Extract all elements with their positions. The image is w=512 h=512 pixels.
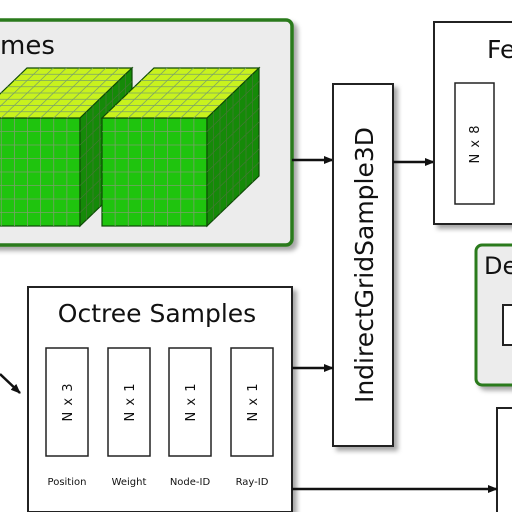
operator-box: IndirectGridSample3D bbox=[332, 83, 394, 447]
volumes-panel: mes bbox=[0, 18, 294, 247]
octree-tensor: N x 1 Weight bbox=[107, 347, 151, 488]
arrow-into-octree bbox=[0, 373, 21, 394]
features-tensor bbox=[454, 82, 495, 205]
tensor-shape: N x 3 bbox=[61, 383, 76, 422]
decoder-inner-box bbox=[502, 304, 512, 346]
tensor-label: Ray-ID bbox=[236, 477, 269, 488]
octree-title: Octree Samples bbox=[58, 299, 256, 328]
features-panel: Fe N x 8 bbox=[433, 21, 512, 225]
features-tensor-shape: N x 8 bbox=[468, 125, 483, 164]
tensor-label: Node-ID bbox=[170, 477, 211, 488]
features-title: Fe bbox=[487, 35, 512, 64]
decoder-title: De bbox=[484, 252, 512, 280]
octree-tensor: N x 1 Ray-ID bbox=[230, 347, 274, 488]
octree-tensor: N x 1 Node-ID bbox=[168, 347, 212, 488]
volume-cube-2 bbox=[100, 66, 261, 228]
decoder-panel: De bbox=[474, 243, 512, 387]
tensor-label: Position bbox=[48, 477, 87, 488]
volumes-title: mes bbox=[0, 31, 55, 61]
tensor-box bbox=[107, 347, 151, 457]
output-box bbox=[496, 407, 512, 512]
tensor-box bbox=[230, 347, 274, 457]
tensor-label: Weight bbox=[112, 477, 147, 488]
tensor-shape: N x 1 bbox=[246, 383, 261, 422]
tensor-box bbox=[45, 347, 89, 457]
operator-label: IndirectGridSample3D bbox=[350, 127, 379, 403]
tensor-shape: N x 1 bbox=[123, 383, 138, 422]
tensor-shape: N x 1 bbox=[184, 383, 199, 422]
octree-tensor: N x 3 Position bbox=[45, 347, 89, 488]
tensor-box bbox=[168, 347, 212, 457]
